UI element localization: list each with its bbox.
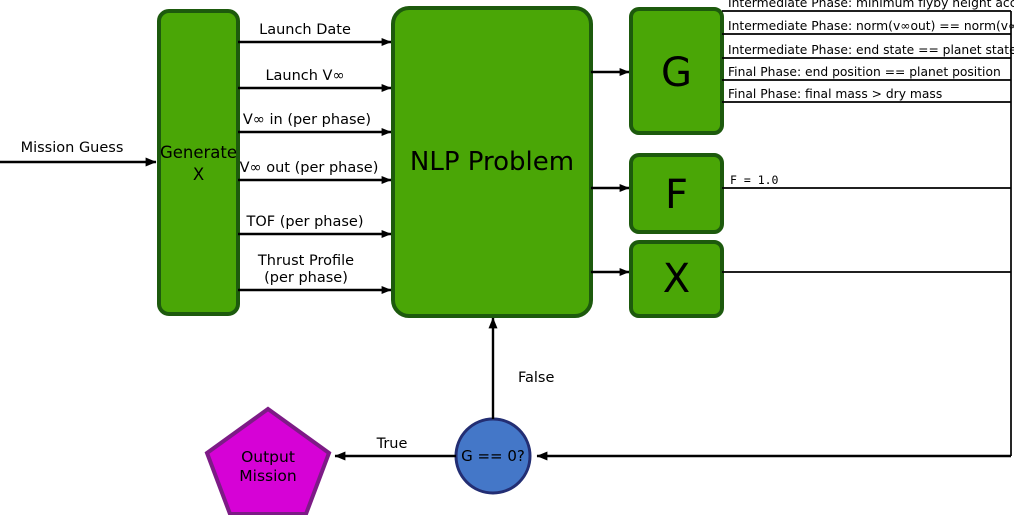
node-generate-x-label-line1: Generate bbox=[160, 143, 237, 162]
constraint-label-2: Intermediate Phase: norm(v∞out) == norm(… bbox=[728, 19, 1014, 33]
node-generate-x-label-line2: X bbox=[193, 165, 204, 184]
node-output-mission[interactable] bbox=[204, 406, 332, 515]
edge-label-true: True bbox=[376, 436, 408, 452]
edge-label-thrust-profile-line1: Thrust Profile bbox=[257, 253, 354, 269]
node-generate-x[interactable] bbox=[157, 9, 240, 316]
edge-label-tof: TOF (per phase) bbox=[246, 214, 364, 230]
constraint-label-1: Intermediate Phase: minimum flyby height… bbox=[728, 0, 1014, 10]
objective-label: F = 1.0 bbox=[730, 173, 779, 187]
node-x-block[interactable] bbox=[629, 240, 724, 318]
node-nlp-problem[interactable] bbox=[391, 6, 593, 318]
constraint-label-5: Final Phase: final mass > dry mass bbox=[728, 87, 942, 101]
node-output-mission-label-line1: Output bbox=[241, 448, 295, 466]
node-x-block-label: X bbox=[663, 256, 690, 302]
node-f-block[interactable] bbox=[629, 153, 724, 234]
node-g-block-label: G bbox=[661, 50, 692, 96]
node-output-mission-label-line2: Mission bbox=[239, 467, 296, 485]
node-nlp-problem-label: NLP Problem bbox=[410, 147, 574, 177]
node-g-block[interactable] bbox=[629, 7, 724, 135]
constraint-label-3: Intermediate Phase: end state == planet … bbox=[728, 43, 1014, 57]
node-decision-label: G == 0? bbox=[461, 447, 525, 465]
node-f-block-label: F bbox=[665, 172, 688, 218]
constraint-label-4: Final Phase: end position == planet posi… bbox=[728, 65, 1001, 79]
edge-label-vinf-out: V∞ out (per phase) bbox=[240, 160, 379, 176]
edge-label-false: False bbox=[518, 370, 554, 386]
edge-label-launch-vinf: Launch V∞ bbox=[265, 68, 344, 84]
edge-label-mission-guess: Mission Guess bbox=[21, 140, 124, 156]
edge-label-launch-date: Launch Date bbox=[259, 22, 351, 38]
edge-label-thrust-profile-line2: (per phase) bbox=[264, 270, 348, 286]
edge-label-vinf-in: V∞ in (per phase) bbox=[243, 112, 371, 128]
